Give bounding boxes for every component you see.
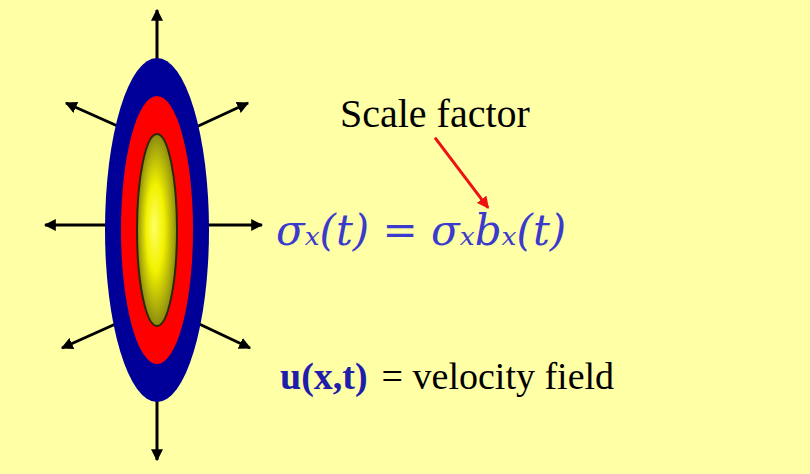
expansion-arrow xyxy=(66,103,122,128)
outer-shell xyxy=(105,58,209,402)
symbol-label: u(x,t) xyxy=(280,357,368,395)
expansion-arrow xyxy=(156,10,159,60)
equation: σₓ(t) = σₓbₓ(t) xyxy=(276,210,566,252)
expansion-arrow xyxy=(45,224,106,227)
expansion-arrow xyxy=(194,103,248,128)
middle-shell xyxy=(121,96,193,364)
annotation-label: Scale factor xyxy=(340,94,530,134)
expansion-arrows xyxy=(45,10,262,460)
expansion-arrow xyxy=(62,322,120,348)
expansion-arrow xyxy=(195,322,250,348)
expansion-arrow xyxy=(208,224,262,227)
pointer-arrow xyxy=(435,138,488,208)
expansion-arrow xyxy=(156,400,159,460)
definition-label: = velocity field xyxy=(382,357,614,395)
inner-core xyxy=(137,134,177,326)
